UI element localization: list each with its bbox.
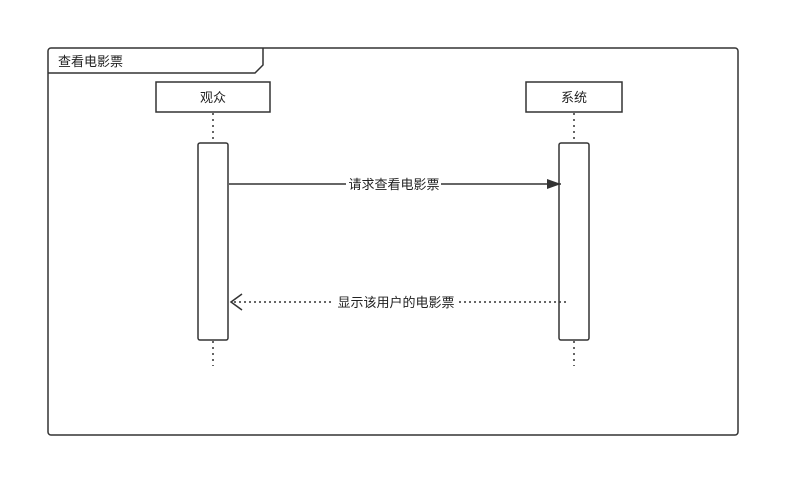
lifeline-head-system[interactable] (525, 81, 623, 113)
lifeline-head-viewer[interactable] (155, 81, 271, 113)
lifeline-label-system: 系统 (561, 91, 587, 106)
frame-border (47, 47, 739, 436)
activation-bar-system (558, 142, 590, 341)
frame-title-tab (48, 48, 264, 74)
message-request-label: 请求查看电影票 (348, 177, 439, 193)
lifeline-label-viewer: 观众 (200, 91, 226, 106)
message-reply-label-bg (334, 293, 458, 311)
frame-title: 查看电影票 (58, 54, 123, 70)
message-request-label-bg (346, 175, 441, 193)
activation-bar-viewer (197, 142, 229, 341)
arrowhead-open-icon (229, 293, 243, 311)
message-reply-label: 显示该用户的电影票 (337, 295, 454, 311)
